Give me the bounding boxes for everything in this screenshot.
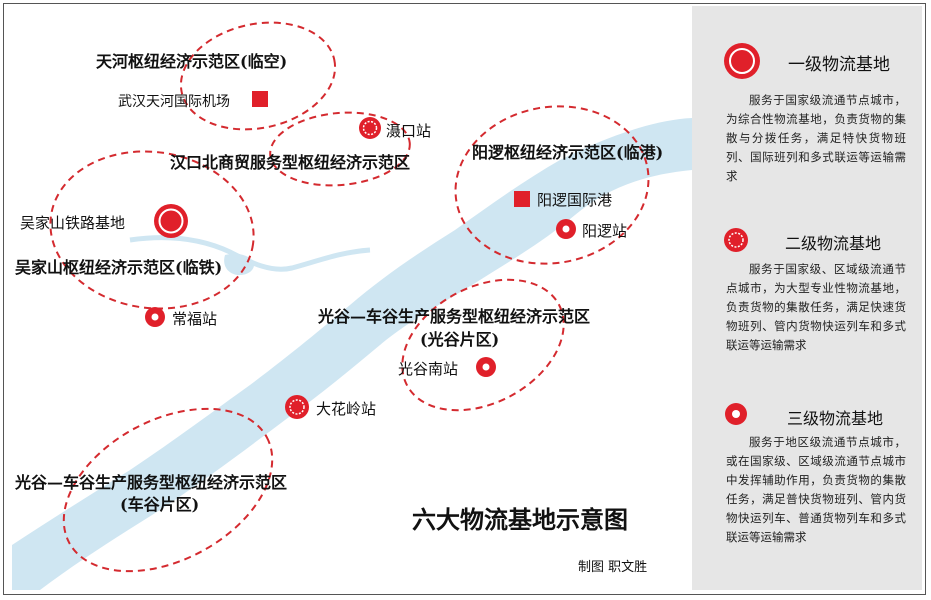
- level-1-base-icon: [724, 43, 760, 79]
- station-label-wujiashan: 吴家山铁路基地: [20, 214, 126, 232]
- zone-title-chegu: 光谷—车谷生产服务型枢纽经济示范区: [15, 473, 288, 492]
- legend-title-level-2: 二级物流基地: [785, 234, 882, 253]
- port-marker: [514, 191, 530, 207]
- yangtze-river: [12, 118, 692, 590]
- zone-title-hankou: 汉口北商贸服务型枢纽经济示范区: [170, 153, 411, 172]
- level-3-base-icon: [725, 403, 747, 425]
- station-label-guanggu-south: 光谷南站: [398, 360, 459, 378]
- zone-title-yangluo: 阳逻枢纽经济示范区(临港): [472, 143, 664, 162]
- zone-title-guanggu: 光谷—车谷生产服务型枢纽经济示范区: [318, 307, 591, 326]
- map-credit: 制图 职文胜: [578, 560, 648, 575]
- zone-subtitle-chegu: (车谷片区): [120, 495, 200, 514]
- station-label-dahualing: 大花岭站: [316, 400, 377, 418]
- airport-marker: [252, 91, 268, 107]
- zone-wujiashan-boundary: [49, 150, 255, 310]
- zone-title-tianhe: 天河枢纽经济示范区(临空): [96, 52, 288, 71]
- station-label-yangluo-port: 阳逻国际港: [537, 191, 613, 209]
- zone-tianhe-boundary: [179, 21, 337, 131]
- zone-hankou-boundary: [269, 111, 411, 187]
- zone-guanggu-boundary: [401, 278, 565, 412]
- station-label-changfu: 常福站: [172, 310, 218, 328]
- legend-title-level-1: 一级物流基地: [788, 55, 890, 75]
- station-label-shekou: 滠口站: [386, 122, 432, 140]
- level-3-marker-guanggu-south: [476, 357, 496, 377]
- level-1-marker-wujiashan: [154, 204, 188, 238]
- zone-yangluo-boundary: [454, 105, 650, 265]
- legend-desc-level-2: 服务于国家级、区域级流通节点城市，为大型专业性物流基地，负责货物的集散任务，满足…: [726, 262, 906, 352]
- station-label-yangluo: 阳逻站: [582, 222, 628, 240]
- station-label-tianhe-airport: 武汉天河国际机场: [118, 94, 230, 110]
- map-title: 六大物流基地示意图: [412, 505, 628, 534]
- level-2-base-icon: [724, 228, 748, 252]
- legend-panel: [692, 6, 922, 590]
- level-3-marker-changfu: [145, 307, 165, 327]
- figure-border: [3, 3, 926, 595]
- legend-desc-level-3: 服务于地区级流通节点城市，或在国家级、区域级流通节点城市中发挥辅助作用，负责货物…: [726, 435, 906, 544]
- level-3-marker-yangluo: [556, 219, 576, 239]
- level-2-marker-shekou: [359, 117, 381, 139]
- zone-subtitle-guanggu: (光谷片区): [420, 330, 500, 349]
- lake: [224, 253, 254, 276]
- legend-title-level-3: 三级物流基地: [787, 409, 884, 428]
- zone-chegu-boundary: [62, 407, 274, 573]
- legend-desc-level-1: 服务于国家级流通节点城市，为综合性物流基地，负责货物的集散与分拨任务，满足特快货…: [726, 93, 906, 183]
- zone-title-wujiashan: 吴家山枢纽经济示范区(临铁): [15, 258, 223, 277]
- level-2-marker-dahualing: [285, 395, 309, 419]
